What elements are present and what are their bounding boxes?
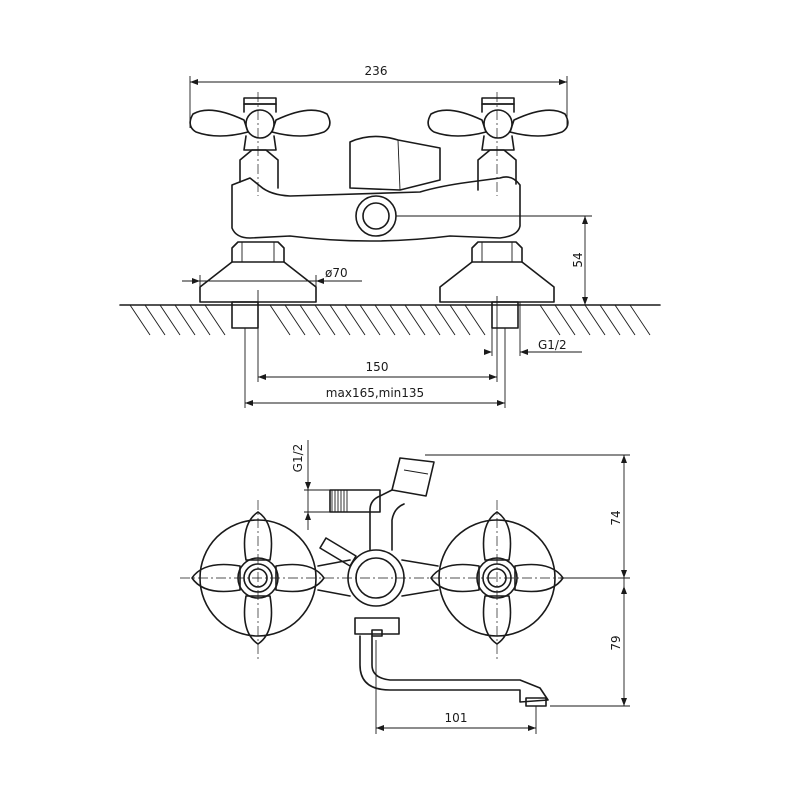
center-diverter <box>347 549 405 607</box>
center-range-label: max165,min135 <box>326 386 424 400</box>
shower-arm <box>369 489 405 551</box>
left-inlet-pipe <box>231 301 259 329</box>
center-distance-label: 150 <box>366 360 389 374</box>
right-inlet-pipe <box>491 301 519 329</box>
outlet-inner <box>362 202 390 230</box>
front-thread-label: G1/2 <box>538 338 567 352</box>
diverter-lever-top <box>319 537 357 567</box>
overall-width-label: 236 <box>365 64 388 78</box>
outlet-ring <box>355 195 397 237</box>
left-cross-petals <box>191 511 325 645</box>
thread-marks <box>331 490 348 512</box>
diverter-height-label: 74 <box>609 510 623 525</box>
body-bar <box>317 559 439 597</box>
side-inlet <box>329 489 381 513</box>
spout-reach-label: 101 <box>445 711 468 725</box>
floor-hatching <box>129 304 651 336</box>
right-cross-petals <box>430 511 564 645</box>
left-valve-column <box>239 149 279 189</box>
spout <box>359 635 549 703</box>
mixer-body <box>231 176 521 242</box>
top-view: G1/2 74 79 101 <box>180 440 630 734</box>
right-nut <box>471 241 523 263</box>
outlet-height-label: 54 <box>571 252 585 267</box>
spout-base <box>354 617 400 635</box>
spout-height-label: 79 <box>609 635 623 650</box>
shower-connector <box>391 457 435 497</box>
left-cross-handle <box>189 97 331 151</box>
left-nut <box>231 241 285 263</box>
diverter-lever <box>349 135 441 191</box>
flange-diameter-label: ø70 <box>325 266 348 280</box>
side-thread-label: G1/2 <box>291 444 305 473</box>
right-cross-handle <box>427 97 569 151</box>
front-view: 236 54 ø70 G1/2 150 max165,min <box>119 64 661 408</box>
